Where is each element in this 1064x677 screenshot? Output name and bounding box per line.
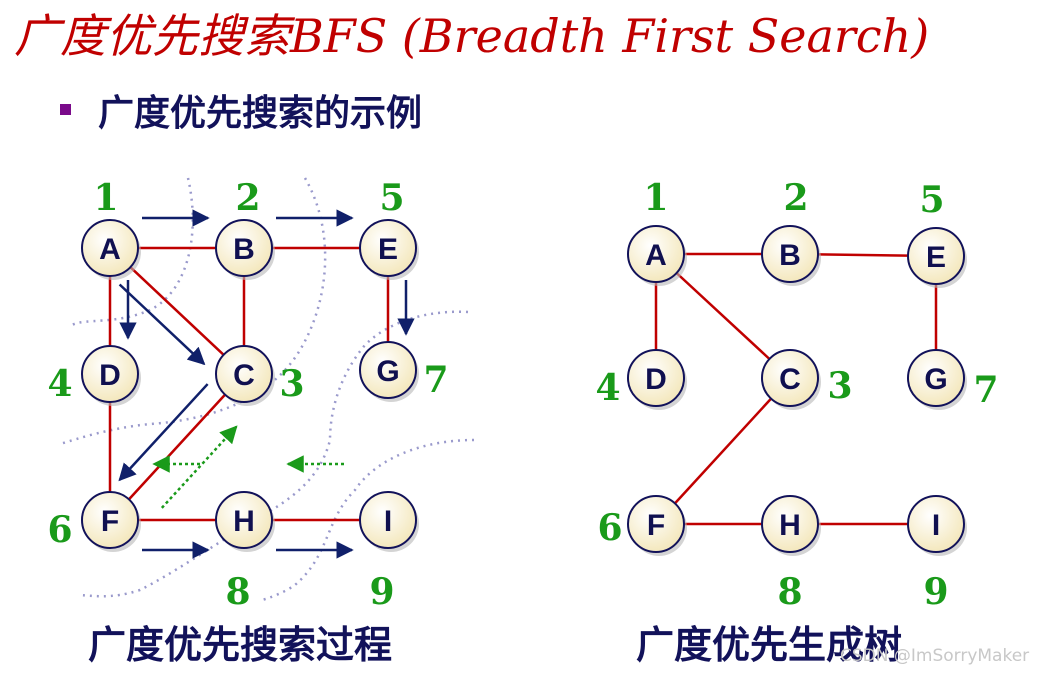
right-order-label-g: 7 [973,369,998,411]
slide-subtitle: 广度优先搜索的示例 [98,93,423,134]
right-edge-a-c [675,272,771,360]
left-order-label-h: 8 [225,571,250,613]
right-node-circle-g [907,349,965,407]
left-edge-a-c [129,266,225,356]
right-node-f: F6 [597,495,687,556]
right-tree-edges [654,252,938,526]
left-node-b: B2 [215,177,275,280]
left-node-circle-f [81,491,139,549]
right-order-label-i: 9 [923,571,948,613]
left-order-label-d: 4 [47,363,72,405]
left-node-circle-i [359,491,417,549]
right-node-e: E5 [907,179,967,288]
left-node-circle-c [215,345,273,403]
right-node-label-b: B [779,239,801,272]
left-order-label-i: 9 [369,571,394,613]
right-order-label-a: 1 [643,177,668,219]
right-node-d: D4 [595,349,687,410]
left-order-label-e: 5 [379,177,404,219]
left-order-label-b: 2 [235,177,260,219]
right-node-b: B2 [761,177,821,286]
left-node-circle-g [359,341,417,399]
right-order-label-f: 6 [597,507,622,549]
right-edge-c-f [674,397,772,505]
right-node-circle-e [907,227,965,285]
left-node-circle-b [215,219,273,277]
left-node-label-d: D [99,359,121,392]
right-node-label-i: I [932,509,940,542]
left-node-label-f: F [101,505,119,538]
left-edge-c-f [128,393,226,501]
right-node-circle-c [761,349,819,407]
right-node-label-g: G [924,363,947,396]
left-node-a: A1 [81,177,141,280]
right-node-i: I9 [907,495,967,613]
right-node-circle-i [907,495,965,553]
left-order-label-g: 7 [423,359,448,401]
right-node-circle-f [627,495,685,553]
right-node-h: H8 [761,495,821,613]
left-order-label-a: 1 [93,177,118,219]
left-node-label-i: I [384,505,392,538]
visit-arrow-a-c [118,283,206,366]
left-node-d: D4 [47,345,141,406]
left-node-circle-a [81,219,139,277]
left-node-label-c: C [233,359,255,392]
right-order-label-b: 2 [783,177,808,219]
right-node-circle-a [627,225,685,283]
right-node-label-d: D [645,363,667,396]
left-graph-edges [108,246,390,522]
right-order-label-e: 5 [919,179,944,221]
right-node-circle-b [761,225,819,283]
watermark: CSDN @ImSorryMaker [840,646,1030,666]
right-node-label-c: C [779,363,801,396]
slide-title: 广度优先搜索BFS (Breadth First Search) [14,9,930,63]
left-node-h: H8 [215,491,275,613]
right-node-label-f: F [647,509,665,542]
left-node-label-b: B [233,233,255,266]
left-node-e: E5 [359,177,419,280]
left-node-i: I9 [359,491,419,613]
left-node-label-a: A [99,233,121,266]
left-caption: 广度优先搜索过程 [88,623,393,667]
backtrack-arrow-f-c [160,425,238,509]
bullet-marker [60,104,71,115]
left-node-label-e: E [378,233,398,266]
right-node-label-h: H [779,509,801,542]
right-order-label-d: 4 [595,367,620,409]
right-node-a: A1 [627,177,687,286]
layer-curve-4 [261,438,475,602]
right-node-circle-h [761,495,819,553]
layer-curve-3 [77,310,469,598]
visit-arrow-c-f [118,383,209,482]
right-edge-b-e [817,253,909,257]
left-node-f: F6 [47,491,141,552]
left-node-circle-e [359,219,417,277]
left-traversal-arrows [118,209,415,559]
left-node-label-g: G [376,355,399,388]
left-node-circle-h [215,491,273,549]
left-order-label-c: 3 [279,363,304,405]
left-order-label-f: 6 [47,509,72,551]
right-node-circle-d [627,349,685,407]
right-order-label-h: 8 [777,571,802,613]
right-node-label-e: E [926,241,946,274]
left-node-label-h: H [233,505,255,538]
right-order-label-c: 3 [827,365,852,407]
right-node-label-a: A [645,239,667,272]
right-caption: 广度优先生成树 [636,623,903,667]
left-node-circle-d [81,345,139,403]
